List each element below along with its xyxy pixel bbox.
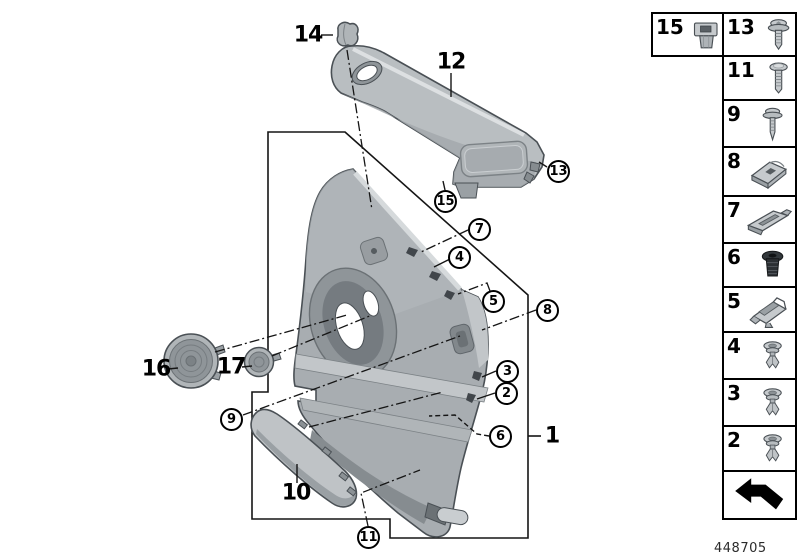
screw-with-washer-icon <box>767 18 790 50</box>
legend-cell-8[interactable]: 8 <box>724 148 795 197</box>
callout-3[interactable]: 3 <box>496 360 519 383</box>
callout-4[interactable]: 4 <box>448 246 471 269</box>
trim-recess <box>459 140 529 178</box>
callout-2[interactable]: 2 <box>495 382 518 405</box>
mounting-axis-lines <box>214 49 537 527</box>
part-speaker-cover-small <box>243 346 282 378</box>
legend-cell-9[interactable]: 9 <box>724 101 795 148</box>
legend-cell-7[interactable]: 7 <box>724 197 795 244</box>
figure-number: 448705 <box>714 541 767 556</box>
callout-15[interactable]: 15 <box>434 190 457 213</box>
legend-number: 3 <box>727 381 741 405</box>
callout-11[interactable]: 11 <box>357 526 380 549</box>
callout-13[interactable]: 13 <box>547 160 570 183</box>
assembly-frame <box>251 131 541 539</box>
label-12[interactable]: 12 <box>436 49 467 75</box>
callout-6[interactable]: 6 <box>489 425 512 448</box>
callout-9[interactable]: 9 <box>220 408 243 431</box>
label-1[interactable]: 1 <box>544 423 560 449</box>
callout-8[interactable]: 8 <box>536 299 559 322</box>
belt-outlet-hole <box>351 60 383 86</box>
legend-cell-4[interactable]: 4 <box>724 333 795 380</box>
callout-5[interactable]: 5 <box>482 290 505 313</box>
legend-number: 9 <box>727 102 741 126</box>
legend-cell-3[interactable]: 3 <box>724 380 795 427</box>
leader-lines <box>167 34 548 483</box>
pan-head-screw-icon <box>769 62 788 94</box>
legend-number: 5 <box>727 289 741 313</box>
push-rivet-icon <box>763 433 782 462</box>
legend-cell-13[interactable]: 13 <box>724 14 795 57</box>
part-speaker-cover-large <box>163 333 226 389</box>
label-10[interactable]: 10 <box>281 480 312 506</box>
legend-number: 13 <box>727 15 755 39</box>
dashed-leader-6 <box>428 414 490 437</box>
legend-cell-arrow <box>724 472 795 518</box>
legend-cell-5[interactable]: 5 <box>724 288 795 333</box>
legend-cell-15[interactable]: 15 <box>651 12 724 57</box>
part-quarter-trim-panel <box>293 168 489 538</box>
fastener-legend-column: 13 11 9 8 <box>722 12 797 520</box>
legend-number: 15 <box>656 15 684 39</box>
legend-number: 11 <box>727 58 755 82</box>
callout-7[interactable]: 7 <box>468 218 491 241</box>
flat-clip-icon <box>746 208 793 235</box>
legend-number: 7 <box>727 198 741 222</box>
panel-recess <box>359 236 389 266</box>
speaker-openings <box>308 267 398 379</box>
blind-plug-icon <box>761 250 784 277</box>
part-window-shelf-trim <box>330 44 545 199</box>
push-rivet-icon <box>763 387 782 416</box>
legend-cell-6[interactable]: 6 <box>724 244 795 288</box>
legend-cell-2[interactable]: 2 <box>724 427 795 472</box>
legend-cell-11[interactable]: 11 <box>724 57 795 101</box>
washer-screw-icon <box>762 107 783 142</box>
legend-number: 6 <box>727 245 741 269</box>
cage-nut-icon <box>693 21 718 48</box>
direction-arrow-icon <box>735 478 784 510</box>
panel-pocket-recess <box>449 323 475 355</box>
label-16[interactable]: 16 <box>141 356 172 382</box>
metal-clamp-icon <box>749 296 788 328</box>
legend-number: 2 <box>727 428 741 452</box>
legend-number: 8 <box>727 149 741 173</box>
label-14[interactable]: 14 <box>293 22 324 48</box>
push-rivet-icon <box>763 340 782 369</box>
speed-nut-clip-icon <box>750 160 788 189</box>
part-armrest-pad <box>250 408 358 508</box>
part-trim-cap <box>336 21 359 47</box>
legend-number: 4 <box>727 334 741 358</box>
label-17[interactable]: 17 <box>216 354 247 380</box>
